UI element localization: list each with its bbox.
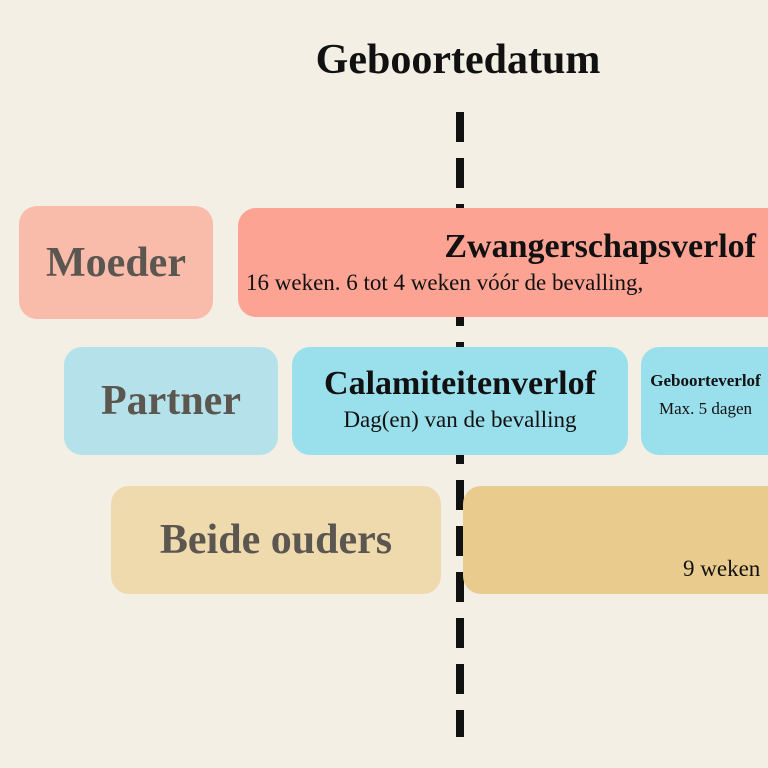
bar-subtext: 16 weken. 6 tot 4 weken vóór de bevallin… [246, 270, 644, 295]
bar-heading: Geboorteverlof [650, 371, 761, 390]
ouderschapsverlof-bar: 9 weken [463, 486, 768, 594]
bar-heading: Zwangerschapsverlof [444, 228, 756, 265]
moeder-label: Moeder [19, 206, 213, 319]
zwangerschapsverlof-bar: Zwangerschapsverlof 16 weken. 6 tot 4 we… [238, 208, 768, 317]
birth-date-title: Geboortedatum [315, 37, 601, 83]
bar-subtext: 9 weken [683, 556, 761, 581]
geboorteverlof-bar: Geboorteverlof Max. 5 dagen [641, 347, 768, 455]
bar-subtext: Max. 5 dagen [658, 399, 752, 418]
bar-subtext: Dag(en) van de bevalling [343, 407, 577, 432]
beide-ouders-label: Beide ouders [111, 486, 441, 594]
bar-heading: Calamiteitenverlof [324, 365, 596, 402]
calamiteitenverlof-bar: Calamiteitenverlof Dag(en) van de bevall… [292, 347, 628, 455]
partner-label: Partner [64, 347, 278, 455]
